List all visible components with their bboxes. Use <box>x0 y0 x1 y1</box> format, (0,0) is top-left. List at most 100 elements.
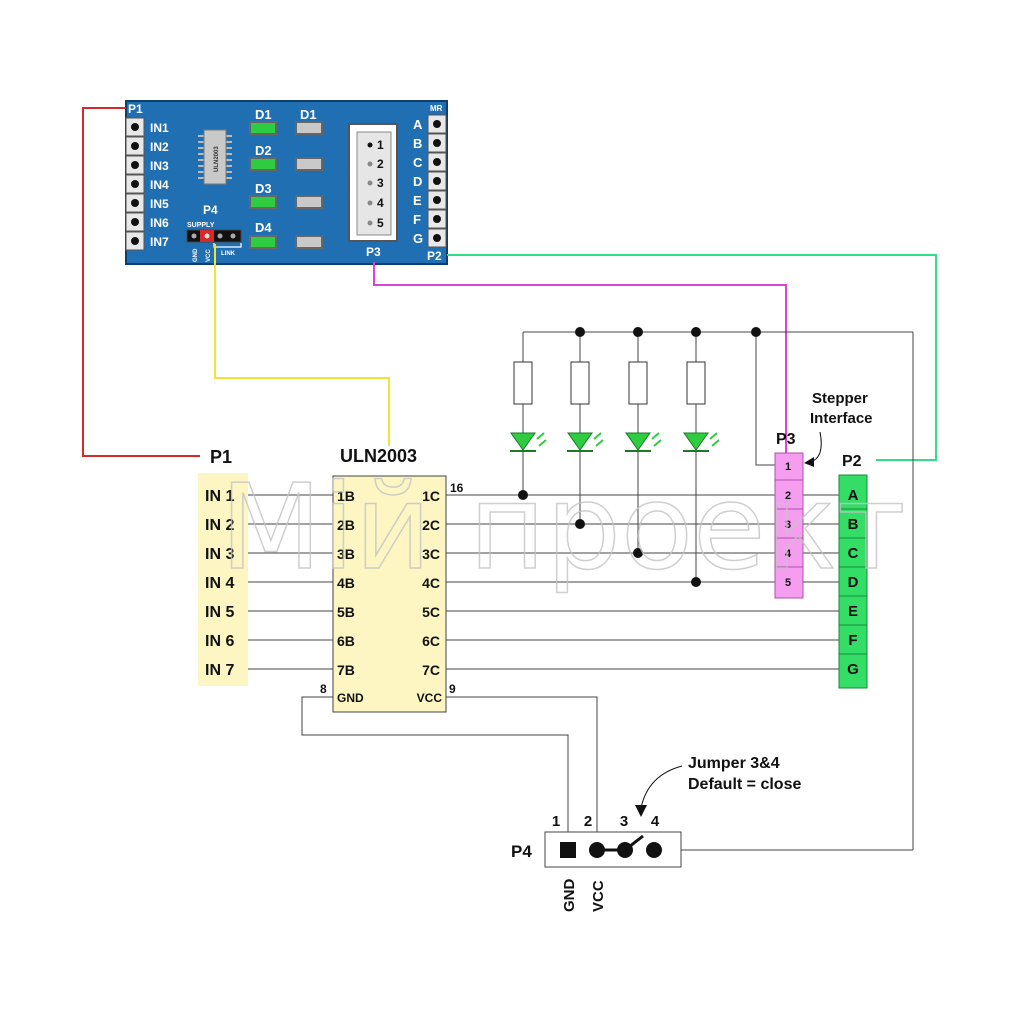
stepper-label-line2: Interface <box>810 410 873 427</box>
resistor <box>513 361 533 405</box>
board-input-pin <box>125 212 145 232</box>
board-output-pin <box>427 190 447 210</box>
wire-yellow-p4 <box>214 244 390 446</box>
p2-pin: B <box>848 516 859 533</box>
p2-pin: A <box>848 487 859 504</box>
junction-dot <box>575 519 585 529</box>
p4-vcc-label: VCC <box>590 880 607 912</box>
board-output-pin <box>427 228 447 248</box>
led-symbol <box>625 432 662 452</box>
board-led <box>249 121 277 135</box>
junction-dot <box>633 548 643 558</box>
resistor <box>570 361 590 405</box>
ic-input-pin: 3B <box>337 546 355 562</box>
board-output-label: B <box>413 136 422 151</box>
junction-dot <box>575 327 585 337</box>
board-output-label: A <box>413 117 423 132</box>
ic-gnd-label: GND <box>337 691 364 705</box>
board-input-pin <box>125 174 145 194</box>
jumper-note-line1: Jumper 3&4 <box>688 755 780 772</box>
board-input-pin <box>125 231 145 251</box>
board-led <box>249 235 277 249</box>
p4-gnd-label: GND <box>561 879 578 913</box>
p1-input-label: IN 4 <box>205 575 234 592</box>
p2-pin: C <box>848 545 859 562</box>
p2-pin: G <box>847 661 859 678</box>
board-resistor <box>295 235 323 249</box>
ic-input-pin: 2B <box>337 517 355 533</box>
junction-dot <box>751 327 761 337</box>
board-ic-label: ULN2003 <box>214 146 220 172</box>
board-led-label: D1 <box>255 107 272 122</box>
board-input-label: IN7 <box>150 235 169 249</box>
wire-green-p2 <box>447 254 937 461</box>
board-p3-connector <box>348 123 398 242</box>
p3-pin: 3 <box>785 519 791 531</box>
p3-pin: 4 <box>785 548 792 560</box>
board-mr-label: MR <box>430 104 443 113</box>
board-input-pin <box>125 155 145 175</box>
board-input-label: IN4 <box>150 178 169 192</box>
board-p1-header <box>125 117 145 251</box>
resistor <box>686 361 706 405</box>
p2-title: P2 <box>842 453 862 470</box>
board-gnd-label: GND <box>193 248 199 262</box>
board-output-pin <box>427 209 447 229</box>
board-input-pin <box>125 136 145 156</box>
board-resistor <box>295 157 323 171</box>
led-symbol <box>567 432 604 452</box>
p4-pin-number: 4 <box>651 813 660 830</box>
board-ic: ULN2003 <box>198 129 232 185</box>
board-p3-pin: 1 <box>377 138 384 152</box>
p1-input-label: IN 7 <box>205 662 234 679</box>
board-input-label: IN6 <box>150 216 169 230</box>
board-input-label: IN1 <box>150 121 169 135</box>
board-output-pin <box>427 114 447 134</box>
board-output-pin <box>427 171 447 191</box>
wire-red-p1 <box>82 107 200 457</box>
board-p1-label: P1 <box>128 102 143 116</box>
ic-title: ULN2003 <box>340 446 417 466</box>
board-p3-pin: 3 <box>377 176 384 190</box>
ic-pin-16: 16 <box>450 481 464 495</box>
board-vcc-label: VCC <box>206 249 212 262</box>
board-led <box>249 195 277 209</box>
board-input-label: IN2 <box>150 140 169 154</box>
p3-pin: 2 <box>785 490 791 502</box>
ic-pin-9: 9 <box>449 682 456 696</box>
p4-pin-number: 3 <box>620 813 628 830</box>
p3-connector <box>774 452 804 599</box>
p2-connector <box>838 474 868 689</box>
board-output-pin <box>427 133 447 153</box>
board-p3-label: P3 <box>366 245 381 259</box>
board-resistor <box>295 121 323 135</box>
wire-common-p3 <box>755 332 775 466</box>
board-link-label: LINK <box>221 251 236 257</box>
p1-title: P1 <box>210 447 232 467</box>
resistor <box>628 361 648 405</box>
board-led-label: D2 <box>255 143 272 158</box>
p2-pin: E <box>848 603 858 620</box>
ic-output-pin: 4C <box>422 575 440 591</box>
p2-pin: D <box>848 574 859 591</box>
p4-jumper-switch <box>624 834 644 852</box>
board-input-pin <box>125 193 145 213</box>
ic-output-pin: 3C <box>422 546 440 562</box>
wire-magenta-p3 <box>373 262 787 453</box>
board-pcb <box>125 100 448 265</box>
board-p2-label: P2 <box>427 249 442 263</box>
p1-connector <box>198 473 248 686</box>
ic-input-pin: 4B <box>337 575 355 591</box>
board-p3-pin: 2 <box>377 157 384 171</box>
board-p4-header <box>186 229 242 243</box>
p1-input-label: IN 3 <box>205 546 234 563</box>
ic-output-pin: 2C <box>422 517 440 533</box>
p1-input-label: IN 2 <box>205 517 234 534</box>
board-leds <box>249 121 323 249</box>
board-resistor <box>295 195 323 209</box>
board-output-label: F <box>413 212 421 227</box>
ic-input-pin: 6B <box>337 633 355 649</box>
board-output-pin <box>427 152 447 172</box>
ic-vcc-label: VCC <box>417 691 443 705</box>
